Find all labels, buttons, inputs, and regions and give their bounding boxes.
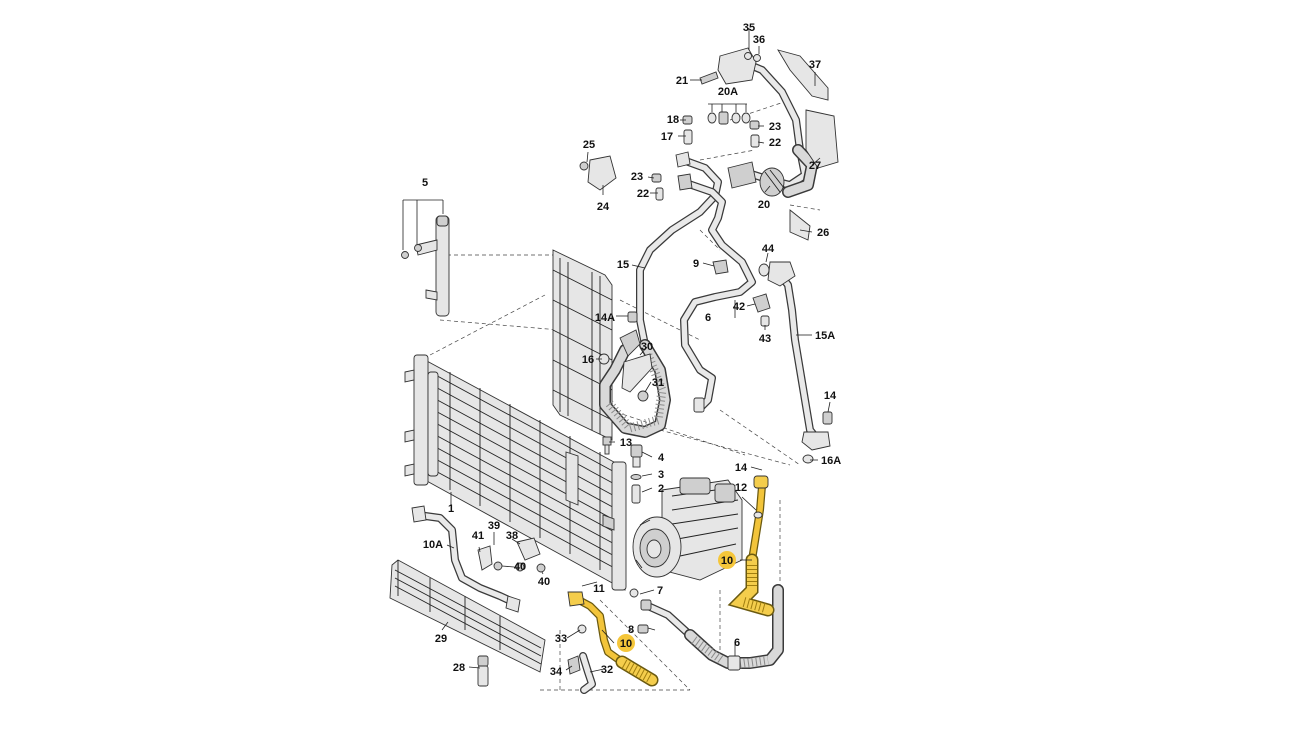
air-guide-29 xyxy=(389,559,546,673)
callout-29: 29 xyxy=(435,633,447,645)
callout-34: 34 xyxy=(550,666,563,678)
ac-pipe-6-upper xyxy=(677,173,756,413)
highlighted-hose-10-left xyxy=(567,591,659,687)
assembly-guide-lines xyxy=(429,99,821,691)
callout-44: 44 xyxy=(762,243,775,255)
callout-16: 16 xyxy=(582,354,594,366)
ac-pipe-15 xyxy=(599,151,722,438)
callout-27: 27 xyxy=(809,160,821,172)
callout-2: 2 xyxy=(658,483,664,495)
callout-22-left: 22 xyxy=(637,188,649,200)
callout-1: 1 xyxy=(448,503,454,515)
callout-8: 8 xyxy=(628,624,634,636)
callout-38: 38 xyxy=(506,530,518,542)
callout-30: 30 xyxy=(641,341,653,353)
callout-labels: 1 2 3 4 5 6 6 7 8 9 10 10 10A 11 12 13 1… xyxy=(422,22,841,678)
callout-10-left-highlight xyxy=(617,634,635,652)
callout-10-right-highlight xyxy=(718,551,736,569)
callout-21: 21 xyxy=(676,75,688,87)
callout-13: 13 xyxy=(620,437,632,449)
callout-3: 3 xyxy=(658,469,664,481)
callout-22-right: 22 xyxy=(769,137,781,149)
callout-33: 33 xyxy=(555,633,567,645)
callout-24: 24 xyxy=(597,201,610,213)
ac-pipe-10A xyxy=(411,505,521,613)
leader-lines xyxy=(441,28,831,673)
callout-4: 4 xyxy=(658,452,665,464)
receiver-drier-5 xyxy=(401,199,450,317)
ac-hose-15A xyxy=(767,261,831,451)
callout-20: 20 xyxy=(758,199,770,211)
small-parts-38-41 xyxy=(477,537,546,573)
callout-7: 7 xyxy=(657,585,663,597)
callout-14-left: 14 xyxy=(735,462,748,474)
callout-26: 26 xyxy=(817,227,829,239)
callout-11: 11 xyxy=(593,583,605,595)
callout-28: 28 xyxy=(453,662,465,674)
callout-5: 5 xyxy=(422,177,428,189)
callout-36: 36 xyxy=(753,34,765,46)
pressure-switch-2-3-4 xyxy=(602,436,643,504)
callout-20A: 20A xyxy=(718,86,738,98)
callout-35: 35 xyxy=(743,22,755,34)
callout-40-left: 40 xyxy=(514,561,526,573)
callout-6-upper: 6 xyxy=(705,312,711,324)
callout-10-left: 10 xyxy=(620,638,632,650)
callout-40-right: 40 xyxy=(538,576,550,588)
ac-hose-6-lower xyxy=(629,584,784,671)
callout-37: 37 xyxy=(809,59,821,71)
callout-6-lower: 6 xyxy=(734,637,740,649)
callout-23-left: 23 xyxy=(631,171,643,183)
callout-31: 31 xyxy=(652,377,664,389)
callout-14A: 14A xyxy=(595,312,615,324)
callout-23-right: 23 xyxy=(769,121,781,133)
callout-10-right: 10 xyxy=(721,555,733,567)
callout-15: 15 xyxy=(617,259,629,271)
callout-25: 25 xyxy=(583,139,595,151)
callout-32: 32 xyxy=(601,664,613,676)
callout-14-right: 14 xyxy=(824,390,837,402)
callout-41: 41 xyxy=(472,530,484,542)
callout-16A: 16A xyxy=(821,455,841,467)
callout-43: 43 xyxy=(759,333,771,345)
brackets-26-27-37 xyxy=(777,49,839,241)
condenser-1 xyxy=(404,354,627,591)
condenser-mounting-frame xyxy=(552,249,613,441)
callout-18: 18 xyxy=(667,114,679,126)
callout-9: 9 xyxy=(693,258,699,270)
small-fasteners xyxy=(579,52,833,464)
pipe-32-bracket xyxy=(567,624,596,694)
callout-39: 39 xyxy=(488,520,500,532)
highlighted-hose-10-right xyxy=(727,475,775,617)
callout-12: 12 xyxy=(735,482,747,494)
callout-15A: 15A xyxy=(815,330,835,342)
callout-10A: 10A xyxy=(423,539,443,551)
callout-42: 42 xyxy=(733,301,745,313)
callout-17: 17 xyxy=(661,131,673,143)
sensor-28 xyxy=(477,655,489,687)
